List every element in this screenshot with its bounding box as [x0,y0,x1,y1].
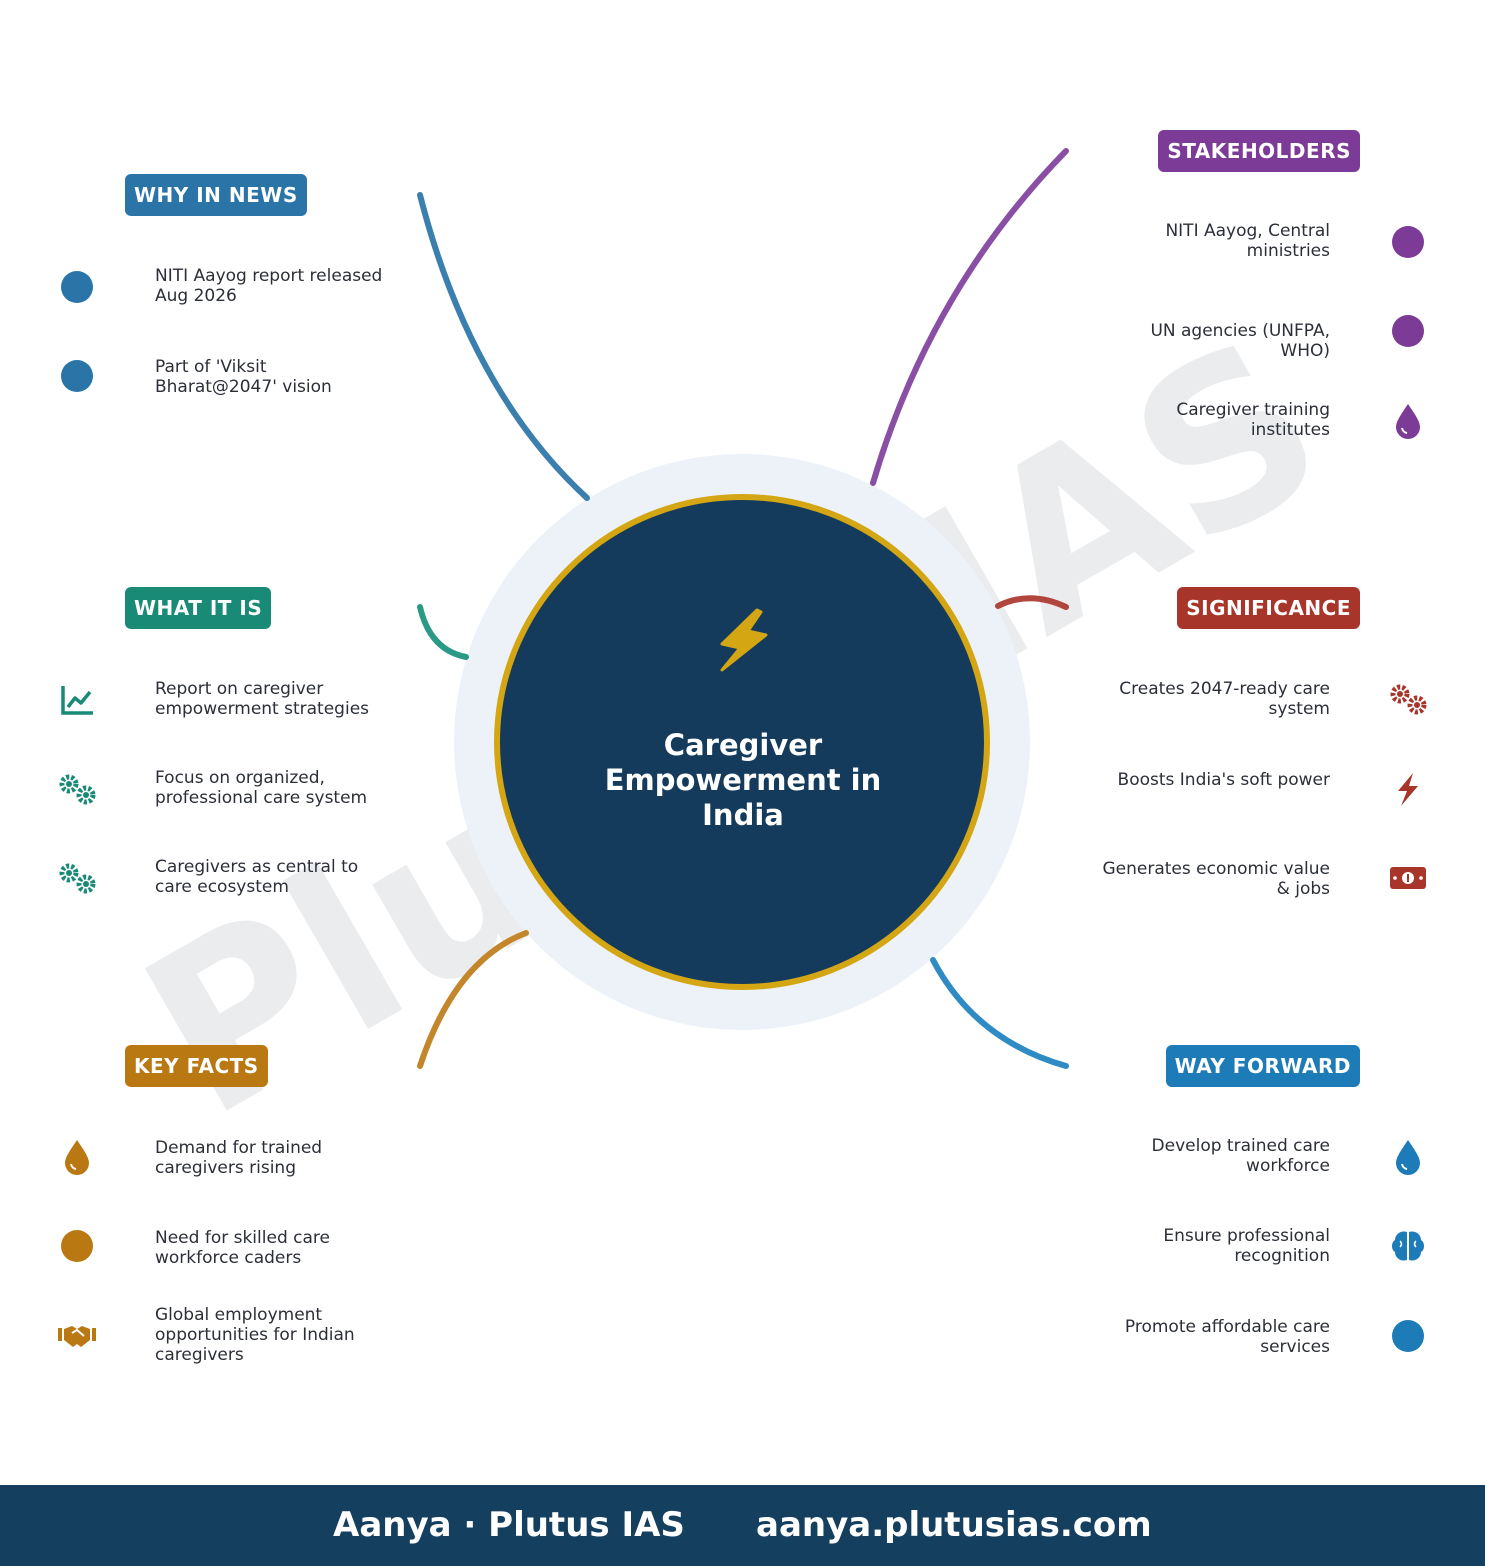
significance-item-1: Creates 2047-ready care system [1119,679,1330,719]
gears-icon [1386,678,1430,722]
why-in-news-item-1: NITI Aayog report released Aug 2026 [155,266,383,306]
line-chart-icon [55,678,99,722]
money-bill-icon [1386,856,1430,900]
circle-icon [55,265,99,309]
what-it-is-item-3: Caregivers as central to care ecosystem [155,857,359,897]
circle-icon [55,354,99,398]
significance-item-3: Generates economic value & jobs [1102,859,1330,899]
footer-bar: Aanya · Plutus IAS aanya.plutusias.com [0,1485,1485,1566]
badge-significance: SIGNIFICANCE [1177,587,1360,629]
badge-what-it-is: WHAT IT IS [125,587,272,629]
what-it-is-item-1: Report on caregiver empowerment strategi… [155,679,370,719]
circle-icon [55,1224,99,1268]
connector-significance [995,595,1069,610]
circle-icon [1386,220,1430,264]
connector-key-facts [417,930,529,1069]
handshake-icon [55,1313,99,1357]
stakeholders-item-1: NITI Aayog, Central ministries [1165,221,1330,261]
what-it-is-item-2: Focus on organized, professional care sy… [155,768,368,808]
circle-icon [1386,1314,1430,1358]
why-in-news-item-2: Part of 'Viksit Bharat@2047' vision [155,357,332,397]
droplet-icon [55,1135,99,1179]
footer-website-link[interactable]: aanya.plutusias.com [756,1505,1152,1545]
bolt-icon [1386,767,1430,811]
badge-why-in-news: WHY IN NEWS [125,174,307,216]
bolt-icon [720,608,768,672]
circle-icon [1386,309,1430,353]
stakeholders-item-3: Caregiver training institutes [1176,400,1330,440]
stakeholders-item-2: UN agencies (UNFPA, WHO) [1150,321,1330,361]
way-forward-item-2: Ensure professional recognition [1163,1226,1330,1266]
brain-icon [1386,1224,1430,1268]
connector-stakeholders [870,148,1069,486]
key-facts-item-2: Need for skilled care workforce caders [155,1228,330,1268]
gears-icon [55,857,99,901]
significance-item-2: Boosts India's soft power [1117,770,1330,790]
connector-why-in-news [417,192,590,501]
droplet-icon [1386,1135,1430,1179]
way-forward-item-1: Develop trained care workforce [1151,1136,1330,1176]
key-facts-item-3: Global employment opportunities for Indi… [155,1305,355,1365]
badge-stakeholders: STAKEHOLDERS [1158,130,1360,172]
key-facts-item-1: Demand for trained caregivers rising [155,1138,323,1178]
gears-icon [55,768,99,812]
way-forward-item-3: Promote affordable care services [1124,1317,1330,1357]
footer-brand: Aanya · Plutus IAS [333,1505,685,1545]
connector-what-it-is [417,604,469,660]
center-circle [494,494,990,990]
badge-way-forward: WAY FORWARD [1165,1045,1360,1087]
mind-map-canvas: Plutus IAS [105,148,1364,1168]
badge-key-facts: KEY FACTS [125,1045,268,1087]
droplet-icon [1386,399,1430,443]
connector-way-forward [930,957,1069,1069]
central-topic-title: Caregiver Empowerment in India [604,728,882,832]
